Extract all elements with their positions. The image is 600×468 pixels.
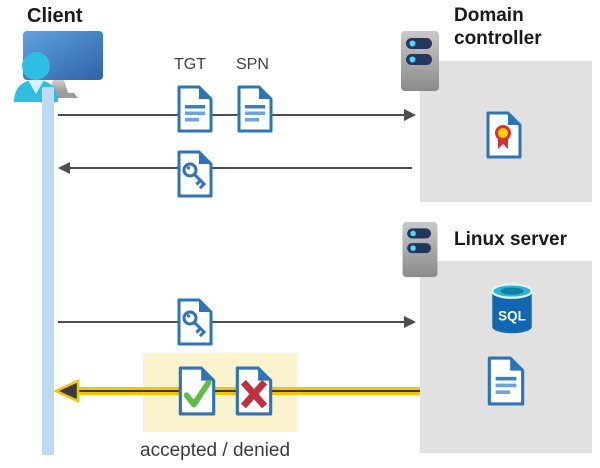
result-highlight-box [143,353,297,432]
certificate-document-icon [486,111,522,159]
client-user-monitor-icon [14,31,103,102]
tgt-document-icon [177,85,213,133]
keytab-document-icon [487,356,525,406]
server-icon [402,221,438,278]
sql-database-icon: SQL [491,283,533,334]
spn-document-icon [237,85,273,133]
spn-label: SPN [236,56,269,73]
denied-document-icon [235,366,273,416]
key-document-icon [177,298,213,346]
result-caption: accepted / denied [140,440,291,461]
accepted-document-icon [178,366,216,416]
timeline-bar [42,87,54,455]
client-label: Client [27,5,83,27]
key-document-icon [177,150,213,198]
sql-text: SQL [498,309,526,324]
server-icon [401,31,439,91]
tgt-label: TGT [174,56,206,73]
linux-server-label: Linux server [454,229,567,250]
domain-controller-label: Domain controller [454,5,542,49]
